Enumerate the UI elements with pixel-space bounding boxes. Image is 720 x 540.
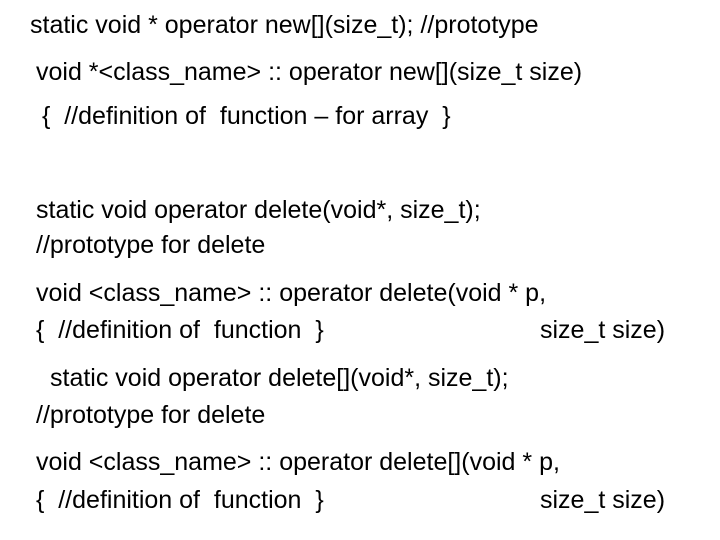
code-line-delete-array-size-param: size_t size) bbox=[540, 486, 666, 514]
code-line-delete-array-definition: void <class_name> :: operator delete[](v… bbox=[36, 448, 560, 476]
code-line-delete-body: { //definition of function } bbox=[36, 316, 324, 344]
code-line-delete-definition: void <class_name> :: operator delete(voi… bbox=[36, 279, 547, 307]
code-line-new-body: { //definition of function – for array } bbox=[42, 102, 451, 130]
code-line-delete-array-comment: //prototype for delete bbox=[36, 401, 266, 429]
code-line-new-definition: void *<class_name> :: operator new[](siz… bbox=[36, 58, 583, 86]
code-line-delete-array-prototype: static void operator delete[](void*, siz… bbox=[50, 364, 509, 392]
code-line-delete-prototype: static void operator delete(void*, size_… bbox=[36, 196, 481, 224]
code-line-delete-size-param: size_t size) bbox=[540, 316, 666, 344]
code-line-delete-array-body: { //definition of function } bbox=[36, 486, 324, 514]
code-line-new-prototype: static void * operator new[](size_t); //… bbox=[30, 11, 539, 39]
code-line-delete-comment: //prototype for delete bbox=[36, 231, 266, 259]
